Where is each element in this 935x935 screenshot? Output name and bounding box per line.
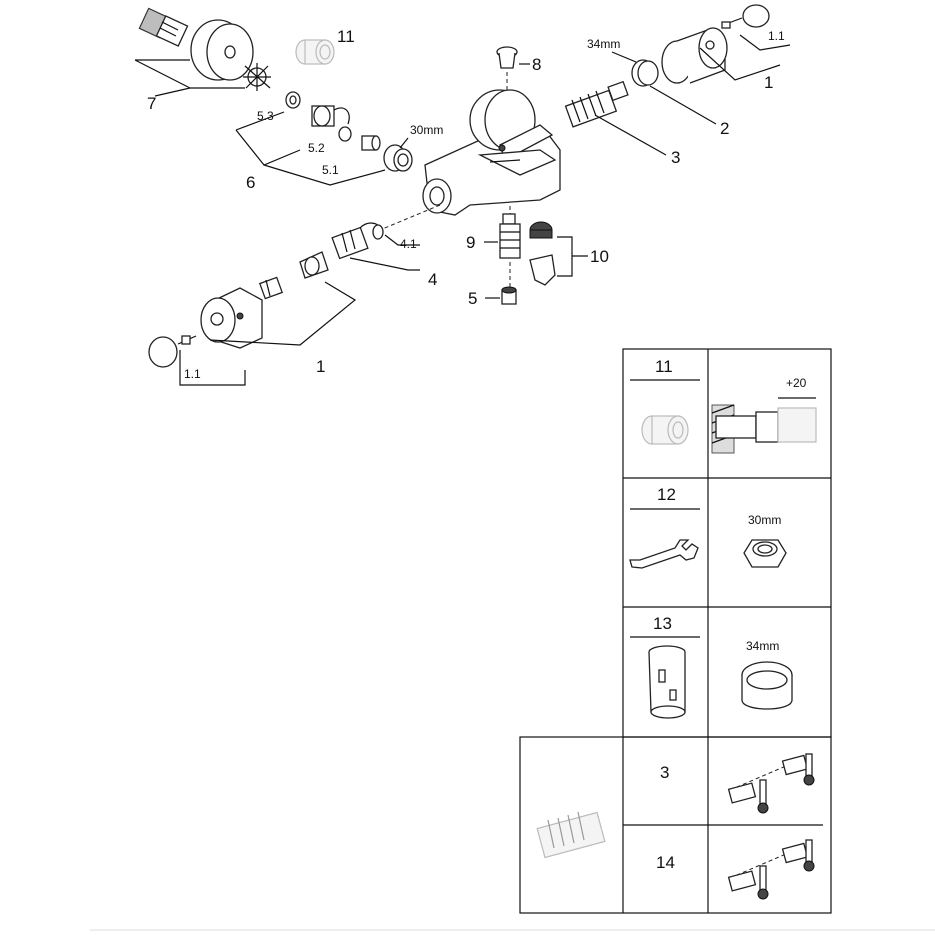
table-row-12-number: 12 [657, 485, 676, 504]
callout-5: 5 [468, 289, 477, 308]
part-4-cartridge: 4.1 4 [331, 204, 441, 289]
wrench-icon [629, 539, 699, 569]
part-5-1-nipple [361, 135, 381, 151]
callout-30mm-main: 30mm [410, 123, 443, 137]
accessory-table: 11 +20 12 [519, 348, 832, 914]
callout-9: 9 [466, 233, 475, 252]
part-30mm-nut [383, 144, 413, 172]
callout-4-1: 4.1 [400, 237, 417, 251]
ring-size-label: 34mm [746, 639, 779, 653]
part-11-extension-ghost: 11 [295, 27, 355, 65]
part-8-plug: 8 [496, 46, 541, 74]
callout-34mm-top: 34mm [587, 37, 620, 51]
table-row-11: 11 +20 [630, 357, 817, 454]
table-row-14-number: 14 [656, 853, 675, 872]
callout-2: 2 [720, 119, 729, 138]
table-row-11-number: 11 [655, 357, 673, 376]
part-7-handle-assembly: 7 [134, 7, 271, 113]
callout-5-1: 5.1 [322, 163, 339, 177]
part-9-diverter-cartridge: 9 [466, 206, 521, 259]
thermometer-icon [759, 779, 767, 805]
part-2-ring: 34mm 2 [587, 37, 729, 138]
table-row-12: 12 30mm [629, 485, 787, 569]
callout-10: 10 [590, 247, 609, 266]
thermometer-cartridge-pair-icon-2 [727, 839, 815, 900]
extension-length-label: +20 [786, 376, 807, 390]
callout-1-top: 1 [764, 73, 773, 92]
table-row-13: 13 34mm [630, 614, 793, 719]
part-1-1-cap-top [721, 4, 770, 29]
part-6-group: 5.3 5.2 5.1 6 30mm [235, 91, 443, 192]
part-10-set: 10 [529, 221, 609, 286]
callout-11: 11 [337, 27, 355, 46]
callout-1-bottom: 1 [316, 357, 325, 376]
thermo-cartridge-preview-icon [536, 811, 606, 859]
callout-7: 7 [147, 94, 156, 113]
callout-3: 3 [671, 148, 680, 167]
tool-sleeve-icon [648, 645, 686, 719]
callout-4: 4 [428, 270, 437, 289]
extension-installation-detail: +20 [711, 376, 817, 454]
part-7-star-washer [243, 63, 271, 91]
callout-8: 8 [532, 55, 541, 74]
callout-6: 6 [246, 173, 255, 192]
callout-5-3: 5.3 [257, 109, 274, 123]
table-row-3: 3 [660, 753, 815, 814]
mixer-valve-body [422, 89, 561, 216]
table-row-3-number: 3 [660, 763, 669, 782]
callout-1-1-bottom: 1.1 [184, 367, 201, 381]
callout-5-2: 5.2 [308, 141, 325, 155]
part-7-leader [134, 59, 245, 89]
part-7-connector [138, 7, 189, 47]
callout-7-leader [154, 87, 191, 97]
thermometer-cartridge-pair-icon [727, 753, 815, 814]
part-1-handle-top: 1.1 1 [661, 4, 791, 92]
table-row-14: 14 [656, 839, 815, 900]
part-5-2-o-ring [338, 126, 352, 142]
part-1-1-cap-bottom [148, 335, 197, 368]
hex-nut-icon [743, 539, 787, 568]
table-row-13-number: 13 [653, 614, 672, 633]
ring-nut-icon [741, 661, 793, 710]
callout-1-1-top: 1.1 [768, 29, 785, 43]
part-1-handle-bottom-connector [258, 251, 329, 300]
part-5-nut: 5 [468, 262, 517, 308]
part-3-thermo-cartridge: 3 [564, 80, 680, 167]
extension-piece-icon [641, 415, 689, 445]
part-6-elbow [311, 105, 350, 127]
part-7-rosette [190, 19, 254, 81]
nut-size-label: 30mm [748, 513, 781, 527]
part-1-handle-bottom: 1.1 1 [148, 281, 357, 386]
